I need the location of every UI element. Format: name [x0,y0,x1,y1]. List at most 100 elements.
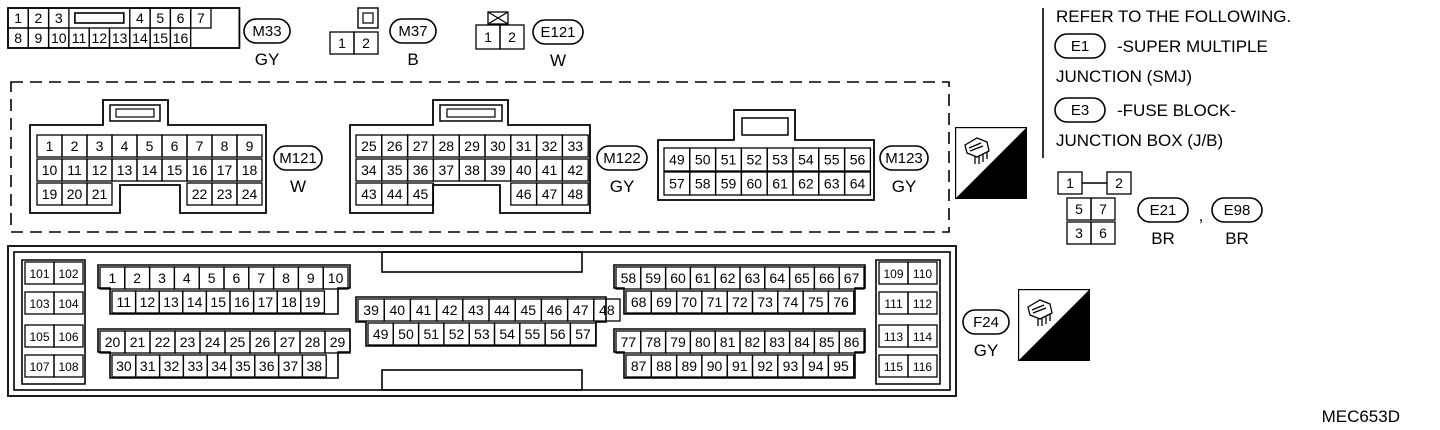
pin-number: 8 [221,138,229,154]
pin-number: 19 [305,294,321,310]
pin-number: 8 [14,30,22,46]
pin-number: 22 [155,334,171,350]
pin-number: 32 [542,138,558,154]
pin-number: 63 [745,270,761,286]
connector-color-e98: BR [1225,229,1249,248]
pin-number: 15 [210,294,226,310]
pin-number: 27 [280,334,296,350]
pin-number: 92 [757,358,773,374]
refer-item2-line1: -FUSE BLOCK- [1117,101,1236,120]
connector-latch [381,369,583,391]
pin-number: 13 [117,162,133,178]
pin-number: 72 [732,294,748,310]
pin-number: 35 [235,358,251,374]
pin-number: 101 [29,267,49,281]
pin-number: 32 [164,358,180,374]
pin-number: 3 [1075,225,1083,241]
pin-number: 55 [525,326,541,342]
pin-number: 42 [442,302,458,318]
connector-color-f24: GY [974,341,999,360]
pin-number: 37 [283,358,299,374]
pin-number: 17 [258,294,274,310]
pin-number: 36 [413,162,429,178]
pin-cell [406,182,435,206]
pin-cell [1106,171,1132,195]
refer-tag-e1 [1054,33,1106,59]
pin-number: 27 [413,138,429,154]
connector-color-m33: GY [255,50,280,69]
pin-number: 44 [494,302,510,318]
pin-number: 52 [747,152,763,168]
pin-number: 64 [769,270,785,286]
pin-number: 114 [913,330,932,344]
pin-number: 49 [373,326,389,342]
pin-cell [322,266,349,290]
pin-number: 30 [490,138,506,154]
pin-number: 4 [136,10,144,26]
pin-number: 50 [398,326,414,342]
pin-number: 18 [281,294,297,310]
pin-number: 11 [117,294,132,310]
connector-color-m37: B [407,50,418,69]
pin-cell [53,291,84,315]
pin-number: 31 [140,358,156,374]
pin-number: 2 [133,270,141,286]
pin-number: 45 [413,186,429,202]
pin-cell [561,134,589,158]
connector-color-e21: BR [1151,229,1175,248]
pin-number: 46 [547,302,563,318]
connector-tag-f24 [962,309,1010,335]
connector-color-e121: W [550,51,566,70]
pin-number: 6 [1099,225,1107,241]
pin-number: 61 [772,176,788,192]
pin-number: 41 [416,302,432,318]
refer-tag-e1-label: E1 [1071,38,1089,55]
pin-number: 71 [707,294,723,310]
pin-number: 89 [681,358,697,374]
pin-number: 111 [884,297,903,311]
pin-number: 26 [255,334,271,350]
pin-cell [86,182,113,206]
connector-tag-e121-label: E121 [540,24,575,41]
pin-number: 51 [721,152,737,168]
pin-number: 56 [850,152,866,168]
pin-number: 1 [46,138,54,154]
pin-number: 20 [67,186,83,202]
pin-number: 40 [516,162,532,178]
pin-number: 24 [205,334,221,350]
pin-cell [838,330,865,354]
pin-group [355,296,607,347]
pin-cell [593,298,621,322]
pin-number: 3 [55,10,63,26]
pin-cell [907,291,938,315]
pin-number: 80 [695,334,711,350]
pin-number: 59 [645,270,661,286]
pin-number: 107 [29,360,49,374]
pin-number: 26 [387,138,403,154]
pin-number: 50 [695,152,711,168]
pin-number: 51 [423,326,439,342]
connector-tag-m122 [596,145,648,171]
dashed-group [10,81,950,233]
pin-number: 28 [439,138,455,154]
pin-cell [843,171,872,196]
refer-tag-e3 [1054,97,1106,123]
pin-number: 39 [363,302,379,318]
pin-number: 64 [850,176,866,192]
pin-number: 18 [242,162,258,178]
pin-number: 113 [884,330,903,344]
pin-number: 20 [105,334,121,350]
pin-number: 106 [58,330,78,344]
latch-cross [487,11,509,25]
connector-latch [487,11,509,25]
pin-number: 7 [196,138,204,154]
connector-f24-outer [7,245,957,397]
pin-number: 11 [72,30,87,46]
pin-number: 12 [92,30,108,46]
pin-number: 78 [645,334,661,350]
pin-number: 6 [171,138,179,154]
pin-number: 33 [188,358,204,374]
pin-number: 60 [747,176,763,192]
pin-number: 23 [217,186,233,202]
